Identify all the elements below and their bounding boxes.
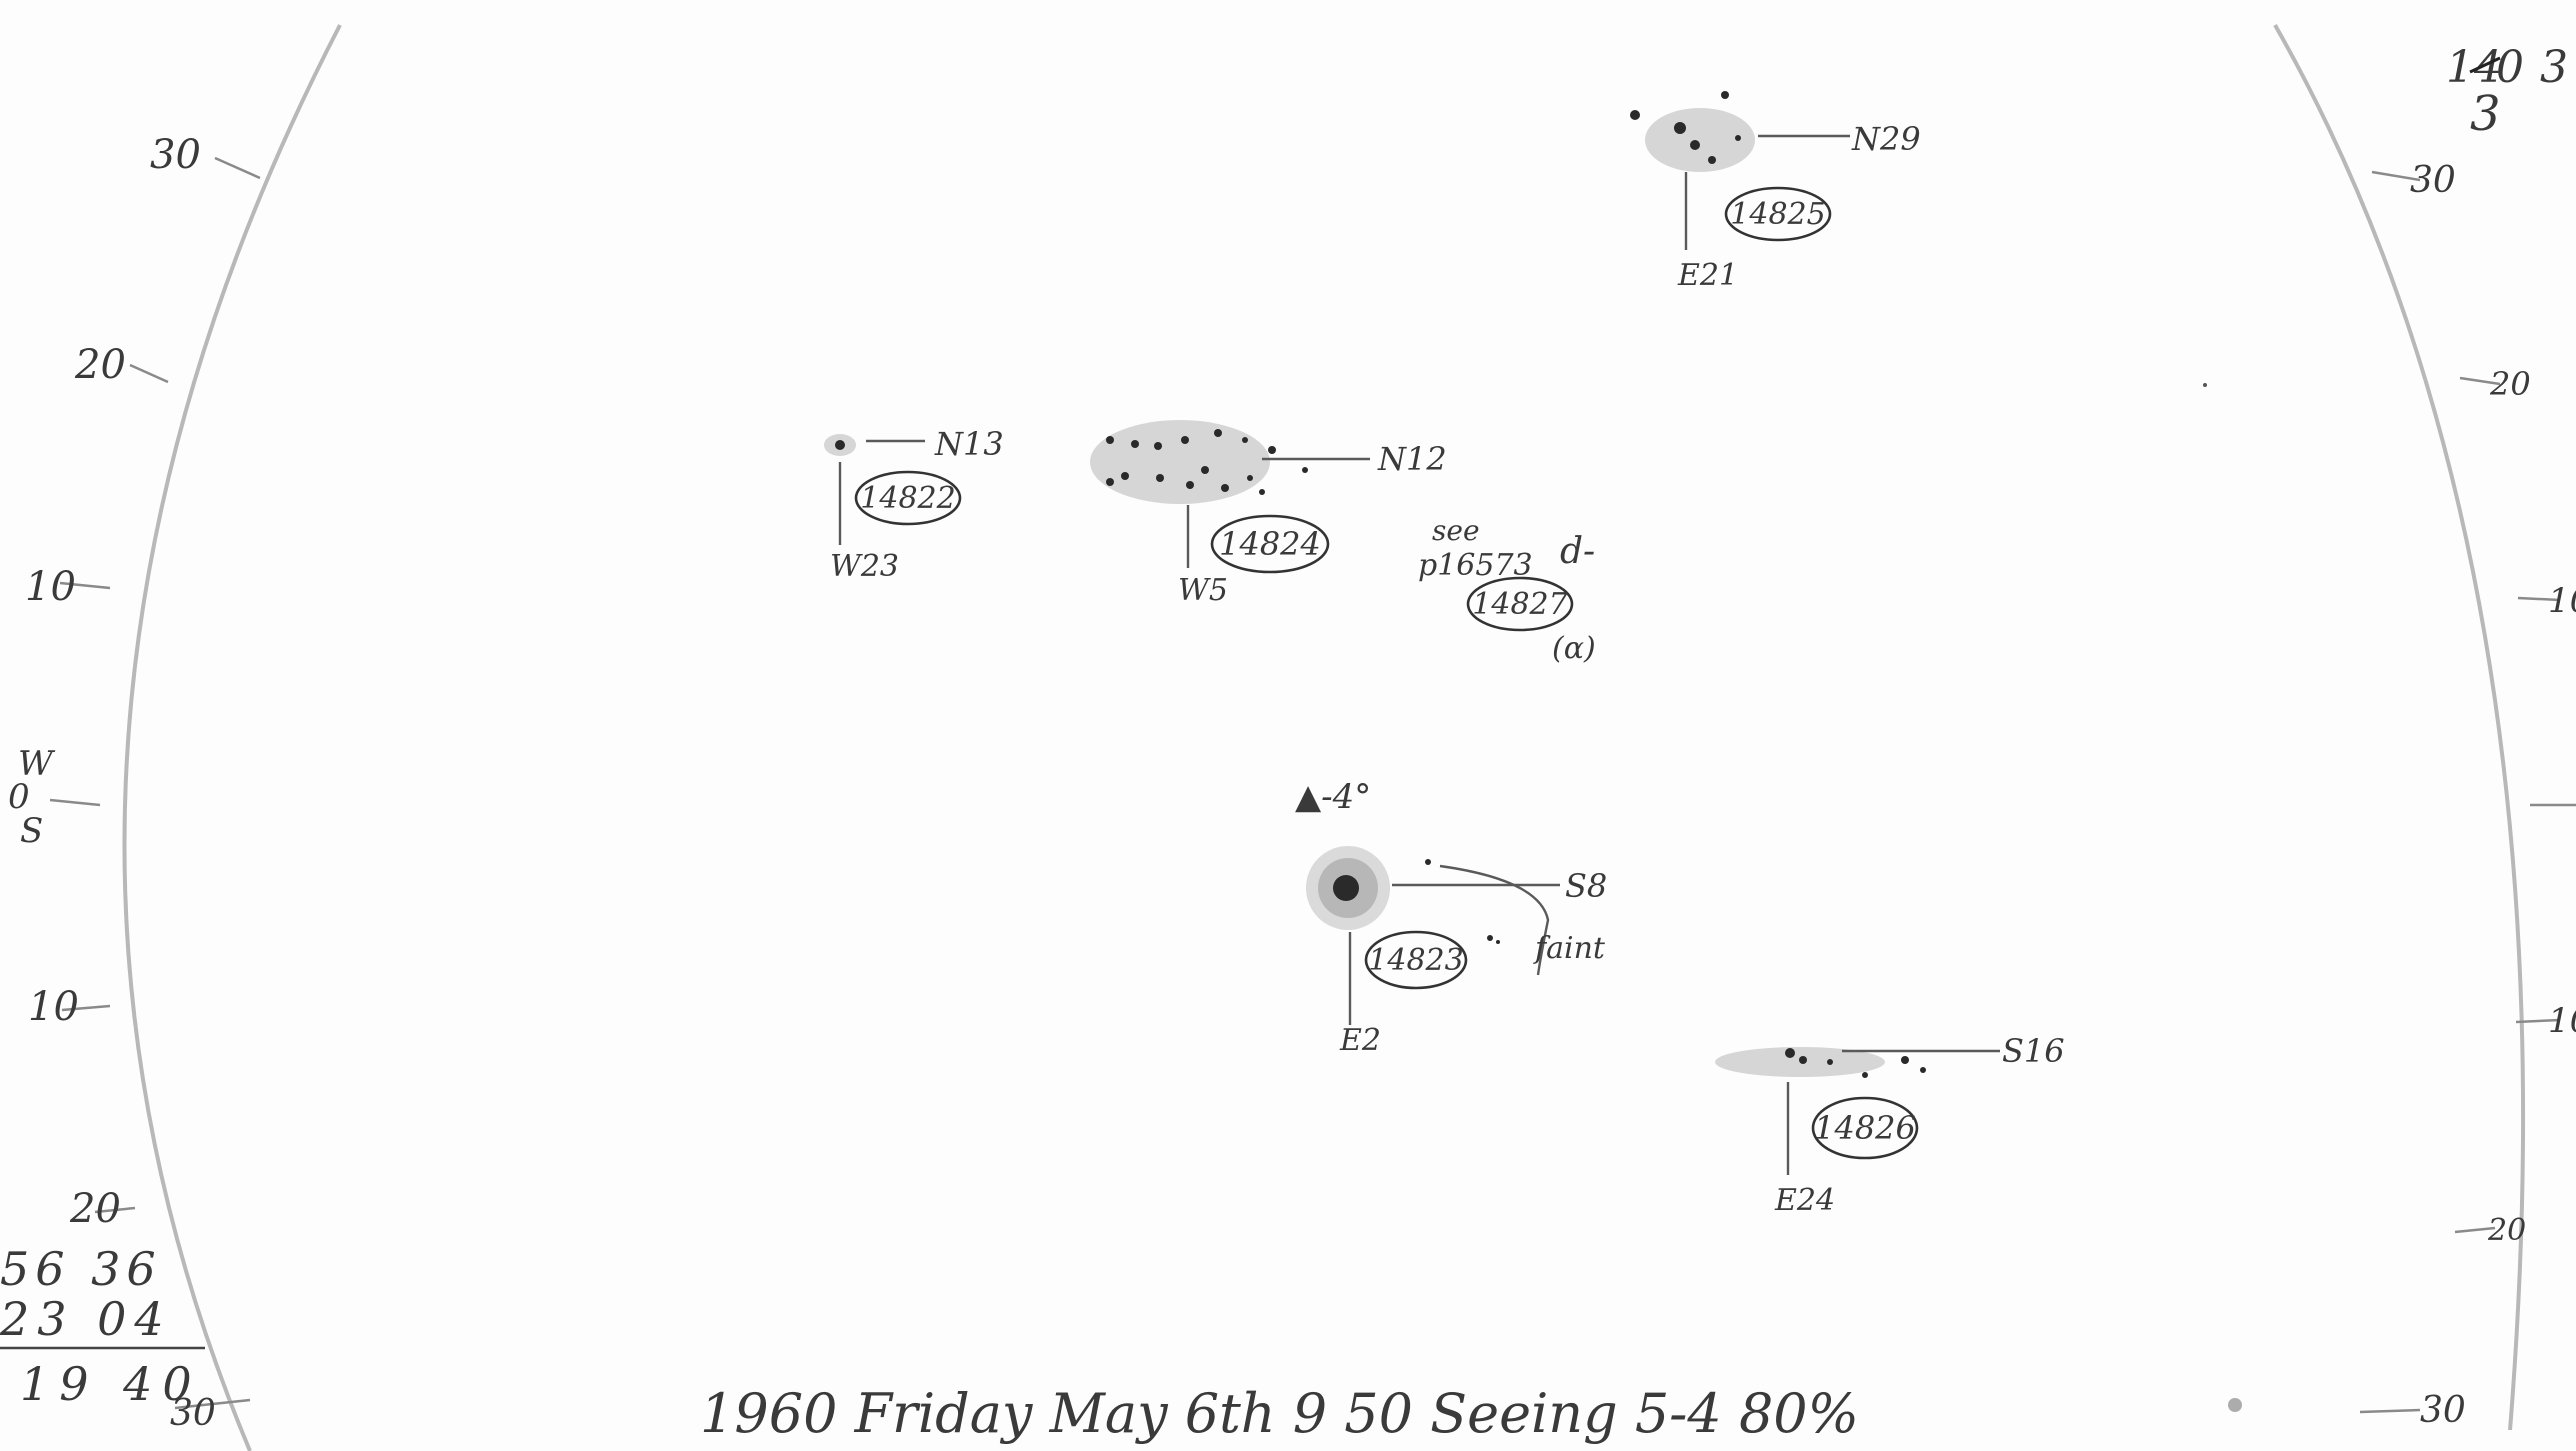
- left-scale-20b: 20: [69, 1186, 121, 1232]
- left-scale-s: S: [20, 811, 43, 851]
- sunspot-icon: [1090, 420, 1308, 504]
- lon-label: E21: [1677, 258, 1738, 293]
- note-line1: see: [1432, 514, 1480, 547]
- group-suffix: (α): [1552, 631, 1596, 666]
- group-number: 14823: [1368, 943, 1463, 978]
- left-scale-10: 10: [25, 564, 76, 610]
- observation-date: 1960 Friday May 6th 9 50 Seeing 5-4 80%: [700, 1382, 1859, 1445]
- solar-limb-right: [2273, 24, 2526, 1431]
- right-scale-20: 20: [2489, 365, 2531, 403]
- sunspot-group-14826: S16 E24 14826: [1715, 1032, 2065, 1218]
- sunspot-group-14823: S8 E2 faint 14823: [1306, 846, 1607, 1058]
- group-number: 14826: [1814, 1109, 1916, 1147]
- lat-label: N13: [934, 425, 1004, 463]
- page-number-top: 14: [2446, 42, 2502, 93]
- lon-label: E2: [1339, 1023, 1381, 1058]
- right-scale-20b: 20: [2487, 1213, 2526, 1248]
- right-scale-30: 30: [2410, 160, 2456, 201]
- page-number: 14 0 3 3: [2446, 42, 2568, 142]
- left-latitude-scale: 30 20 10 W 0 S 10 20 30: [8, 132, 261, 1434]
- lat-label: N12: [1377, 440, 1447, 478]
- left-scale-10b: 10: [28, 984, 79, 1030]
- group-number: 14822: [860, 481, 955, 516]
- sunspot-icon: [1630, 91, 1755, 172]
- lon-label: E24: [1774, 1183, 1835, 1218]
- lon-label: W23: [830, 549, 899, 584]
- orientation-mark: ▲-4°: [1295, 777, 1371, 817]
- right-latitude-scale: 30 20 10 10 20 30: [2359, 160, 2576, 1431]
- lat-label: S8: [1565, 867, 1607, 905]
- group-number: 14824: [1219, 525, 1321, 563]
- lat-label: N29: [1851, 120, 1921, 158]
- page-number-crossed: 0: [2496, 42, 2524, 93]
- page-number-tail: 3: [2540, 42, 2568, 93]
- arithmetic-line3: 19 40: [20, 1357, 202, 1411]
- sunspot-icon: [1715, 1047, 1926, 1078]
- stray-mark: [2203, 383, 2207, 387]
- arithmetic-line1: 56 36: [0, 1242, 162, 1296]
- group-number: 14827: [1472, 587, 1568, 622]
- arithmetic-notes: 56 36 23 04 19 40: [0, 1242, 205, 1411]
- right-scale-10b: 10: [2548, 1001, 2576, 1041]
- solar-limb-left: [122, 24, 342, 1451]
- stray-mark: [2228, 1398, 2242, 1412]
- lat-label: S16: [2002, 1032, 2065, 1070]
- mark-label: d-: [1560, 531, 1595, 572]
- left-scale-30b: 30: [170, 1393, 216, 1434]
- sunspot-group-14827: see p16573 d- 14827 (α): [1418, 514, 1596, 666]
- group-note: faint: [1533, 931, 1606, 966]
- right-scale-30b: 30: [2420, 1390, 2466, 1431]
- sunspot-icon: [824, 434, 856, 456]
- sunspot-group-14825: N29 E21 14825: [1630, 91, 1921, 293]
- sunspot-group-14822: N13 W23 14822: [824, 425, 1004, 584]
- arithmetic-line2: 23 04: [0, 1292, 172, 1346]
- left-scale-20: 20: [74, 342, 126, 388]
- group-number: 14825: [1730, 197, 1825, 232]
- page-number-bottom: 3: [2470, 86, 2501, 142]
- left-scale-30: 30: [150, 132, 201, 178]
- left-scale-0: 0: [8, 777, 30, 817]
- sunspot-icon: [1306, 846, 1500, 944]
- sunspot-group-14824: N12 W5 14824: [1090, 420, 1447, 608]
- right-scale-10: 10: [2548, 581, 2576, 621]
- lon-label: W5: [1178, 573, 1228, 608]
- left-scale-w: W: [18, 744, 56, 784]
